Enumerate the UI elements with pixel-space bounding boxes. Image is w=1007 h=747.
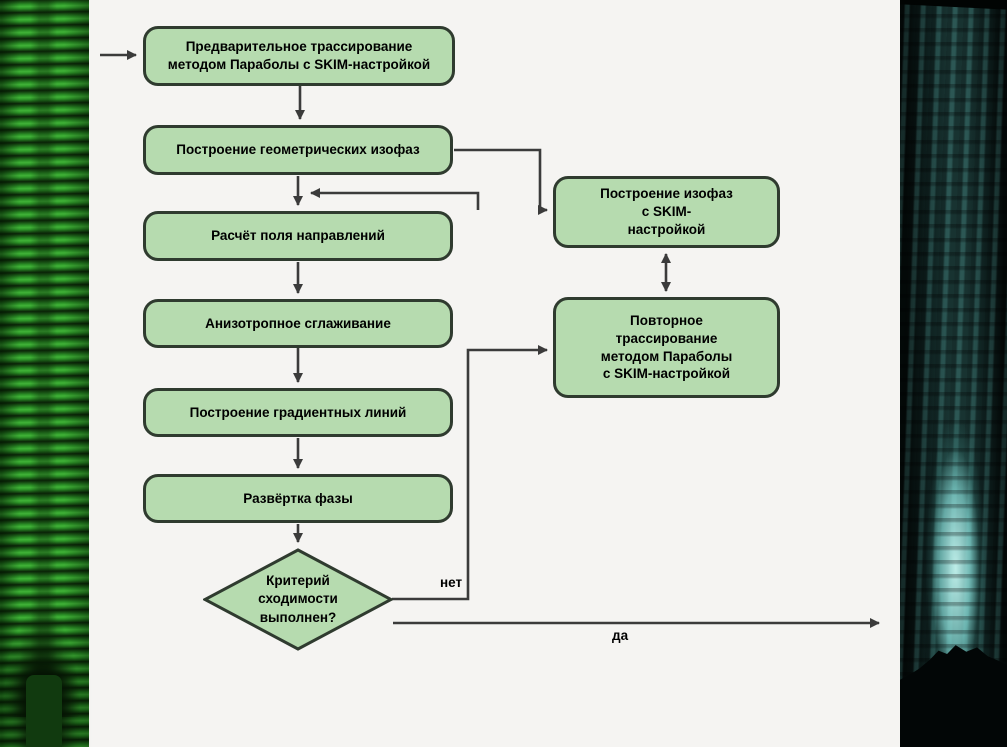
fringe-dark-column [26,675,62,747]
flow-node-geometric-isophases: Построение геометрических изофаз [143,125,453,175]
flow-decision-convergence: Критерий сходимости выполнен? [203,548,393,651]
plume-photo-silhouette [900,645,1007,747]
decision-diamond-shape [203,548,393,651]
flow-node-phase-unwrap: Развёртка фазы [143,474,453,523]
right-plume-image [900,0,1007,747]
flow-node-anisotropic-smoothing: Анизотропное сглаживание [143,299,453,348]
edge-label-no: нет [440,575,463,590]
edge-label-yes: да [612,628,629,643]
plume-photo-top-edge [900,0,1007,10]
flow-node-pre-tracing: Предварительное трассирование методом Па… [143,26,455,86]
flow-node-direction-field: Расчёт поля направлений [143,211,453,261]
decision-label: Критерий сходимости выполнен? [258,573,338,625]
flow-node-gradient-lines: Построение градиентных линий [143,388,453,437]
left-interferogram-image [0,0,89,747]
flow-node-repeat-tracing: Повторное трассирование методом Параболы… [553,297,780,398]
flow-node-isophases-skim: Построение изофаз с SKIM- настройкой [553,176,780,248]
